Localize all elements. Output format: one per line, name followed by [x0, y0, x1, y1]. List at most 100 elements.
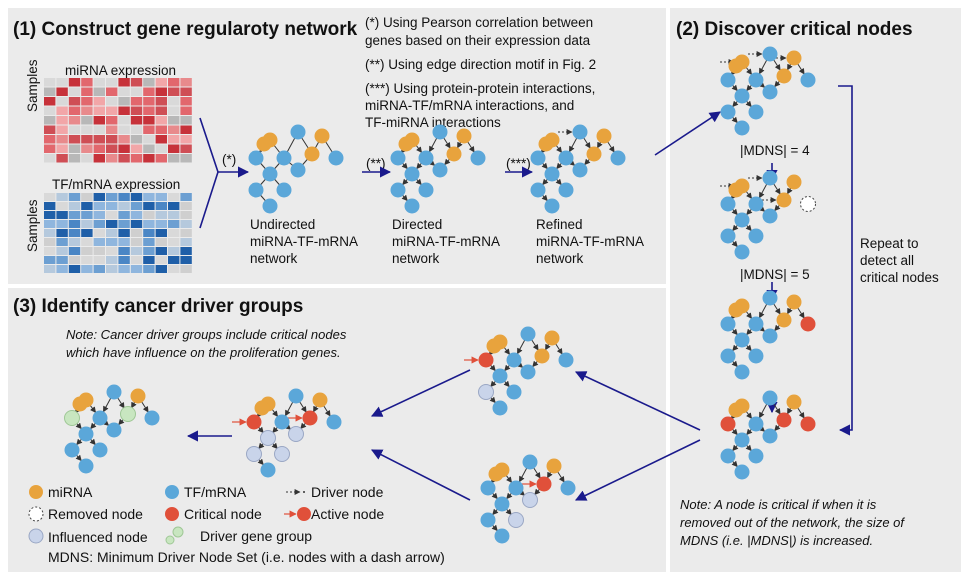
mirna-heatmap-cell: [130, 97, 143, 106]
mirna-heatmap-cell: [56, 116, 68, 125]
discover-network-4-mirna-node: [786, 394, 802, 410]
final-group-network-tf-mrna-node: [78, 458, 94, 474]
final-group-network-mirna-node: [72, 396, 88, 412]
legend-tf-icon: [165, 485, 179, 499]
mirna-heatmap-cell: [44, 144, 56, 153]
mirna-heatmap-label: miRNA expression: [65, 63, 177, 78]
final-group-network-driver-group-node: [120, 406, 136, 422]
active-network-tf-mrna-node: [274, 414, 290, 430]
active-network-mirna-node: [254, 400, 270, 416]
discover-network-4-critical-node: [776, 412, 792, 428]
tf-heatmap-cell: [118, 229, 130, 237]
construct-title: (1) Construct gene regularoty network: [13, 19, 358, 40]
tf-heatmap-cell: [56, 247, 68, 255]
mirna-heatmap-cell: [130, 116, 143, 125]
mirna-heatmap-cell: [118, 125, 130, 134]
mirna-heatmap-cell: [93, 125, 105, 134]
legend-removed-icon: [28, 506, 44, 522]
discover-network-3-tf-mrna-node: [734, 332, 750, 348]
legend-critical-label: Critical node: [184, 506, 262, 522]
tf-heatmap-cell: [81, 229, 93, 237]
mirna-heatmap-cell: [130, 87, 143, 96]
group-upper-network-tf-mrna-node: [520, 364, 536, 380]
tf-heatmap-cell: [143, 229, 155, 237]
mirna-heatmap-cell: [130, 154, 143, 163]
refined-network-tf-mrna-node: [544, 198, 560, 214]
mirna-heatmap-cell: [118, 87, 130, 96]
mirna-heatmap-cell: [68, 135, 81, 144]
mirna-heatmap-cell: [180, 97, 192, 106]
tf-heatmap-cell: [143, 202, 155, 210]
tf-heatmap-cell: [130, 265, 143, 273]
discover-network-3-tf-mrna-node: [748, 316, 764, 332]
mirna-heatmap-cell: [68, 125, 81, 134]
discover-network-4-tf-mrna-node: [720, 448, 736, 464]
discover-network-4-tf-mrna-node: [748, 416, 764, 432]
tf-heatmap-cell: [56, 211, 68, 219]
undirected-network-tf-mrna-node: [262, 198, 278, 214]
discover-network-3-mirna-node: [786, 294, 802, 310]
tf-heatmap-cell: [93, 202, 105, 210]
refined-network-tf-mrna-node: [558, 150, 574, 166]
mirna-heatmap-cell: [93, 154, 105, 163]
directed-network-tf-mrna-node: [404, 166, 420, 182]
mirna-heatmap-cell: [118, 154, 130, 163]
tf-heatmap-cell: [155, 193, 167, 201]
discover-network-2-tf-mrna-node: [748, 228, 764, 244]
tf-heatmap-cell: [44, 265, 56, 273]
group-lower-network-tf-mrna-node: [480, 480, 496, 496]
discover-network-2-mirna-node: [728, 182, 744, 198]
refined-network-tf-mrna-node: [572, 162, 588, 178]
mirna-heatmap-cell: [44, 78, 56, 87]
mirna-heatmap-cell: [68, 87, 81, 96]
tf-heatmap-cell: [81, 256, 93, 264]
active-network-critical-node: [246, 414, 262, 430]
merge-bracket: [199, 117, 219, 229]
group-upper-network-tf-mrna-node: [492, 368, 508, 384]
undirected-network-tf-mrna-node: [262, 166, 278, 182]
legend-influenced-label: Influenced node: [48, 529, 148, 545]
mirna-heatmap-cell: [118, 106, 130, 115]
mirna-heatmap-cell: [130, 106, 143, 115]
discover-network-3-tf-mrna-node: [734, 364, 750, 380]
refined-network-mirna-node: [586, 146, 602, 162]
mirna-heatmap-cell: [180, 144, 192, 153]
tf-heatmap-cell: [68, 238, 81, 246]
undirected-network-tf-mrna-node: [276, 150, 292, 166]
active-network-influenced-node: [274, 446, 290, 462]
mirna-heatmap-cell: [180, 78, 192, 87]
final-group-network-tf-mrna-node: [64, 442, 80, 458]
tf-heatmap-cell: [143, 193, 155, 201]
discover-network-1-mirna-node: [786, 50, 802, 66]
mirna-heatmap-cell: [143, 78, 155, 87]
tf-heatmap-cell: [130, 193, 143, 201]
mirna-heatmap-cell: [44, 125, 56, 134]
mirna-heatmap-cell: [143, 125, 155, 134]
legend-mirna-label: miRNA: [48, 484, 93, 500]
legend-driver-label: Driver node: [311, 484, 384, 500]
identify-title: (3) Identify cancer driver groups: [13, 296, 304, 317]
tf-heatmap-cell: [155, 211, 167, 219]
mirna-heatmap-cell: [118, 78, 130, 87]
legend-influenced-icon: [28, 528, 44, 544]
discover-network-3-mirna-node: [728, 302, 744, 318]
discover-network-1-tf-mrna-node: [762, 46, 778, 62]
discover-network-4-tf-mrna-node: [762, 428, 778, 444]
tf-heatmap-cell: [106, 238, 118, 246]
discover-network-4-critical-node: [800, 416, 816, 432]
discover-note: Note: A node is critical if when it is r…: [680, 497, 905, 548]
tf-heatmap-cell: [155, 220, 167, 228]
legend-mdns-definition: MDNS: Minimum Driver Node Set (i.e. node…: [48, 549, 445, 565]
mirna-heatmap-cell: [93, 135, 105, 144]
discover-network-2-tf-mrna-node: [762, 208, 778, 224]
tf-heatmap-label: TF/mRNA expression: [52, 177, 181, 192]
refined-network-mirna-node: [596, 128, 612, 144]
mirna-heatmap-cell: [143, 135, 155, 144]
mirna-heatmap-cell: [143, 144, 155, 153]
group-upper-network-tf-mrna-node: [506, 352, 522, 368]
undirected-network-tf-mrna-node: [328, 150, 344, 166]
mirna-heatmap-cell: [106, 106, 118, 115]
discover-network-2-tf-mrna-node: [720, 228, 736, 244]
tf-heatmap-cell: [44, 238, 56, 246]
tf-heatmap-cell: [93, 229, 105, 237]
